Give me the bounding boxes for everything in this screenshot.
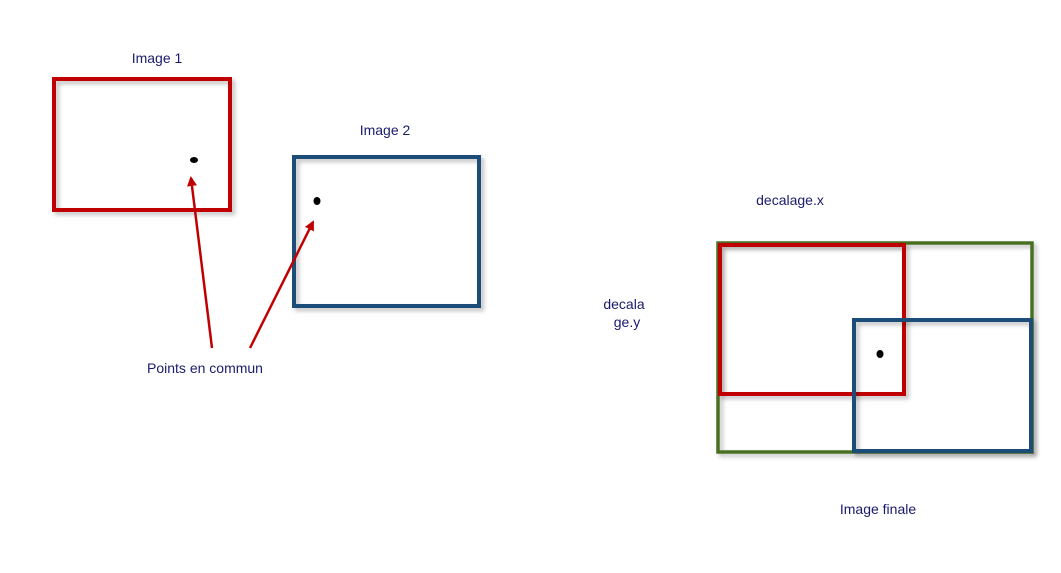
- arrow-to-image1-point: [187, 176, 214, 349]
- common-points-label: Points en commun: [147, 360, 263, 376]
- image1-label: Image 1: [132, 50, 183, 66]
- image2-frame: [292, 155, 481, 308]
- offset-y-label-line1: decala: [603, 296, 644, 312]
- final-image-frame: [716, 241, 1034, 454]
- final-image2-frame: [852, 318, 1033, 453]
- final-common-point: [876, 350, 884, 358]
- image2-label: Image 2: [360, 122, 411, 138]
- final-image-label: Image finale: [840, 501, 916, 517]
- image2-common-point: [313, 197, 321, 205]
- image1-common-point: [190, 157, 198, 163]
- offset-y-label-line2: ge.y: [614, 314, 640, 330]
- image1-frame: [52, 77, 232, 212]
- offset-x-label: decalage.x: [756, 192, 824, 208]
- arrow-to-image2-point: [248, 220, 315, 349]
